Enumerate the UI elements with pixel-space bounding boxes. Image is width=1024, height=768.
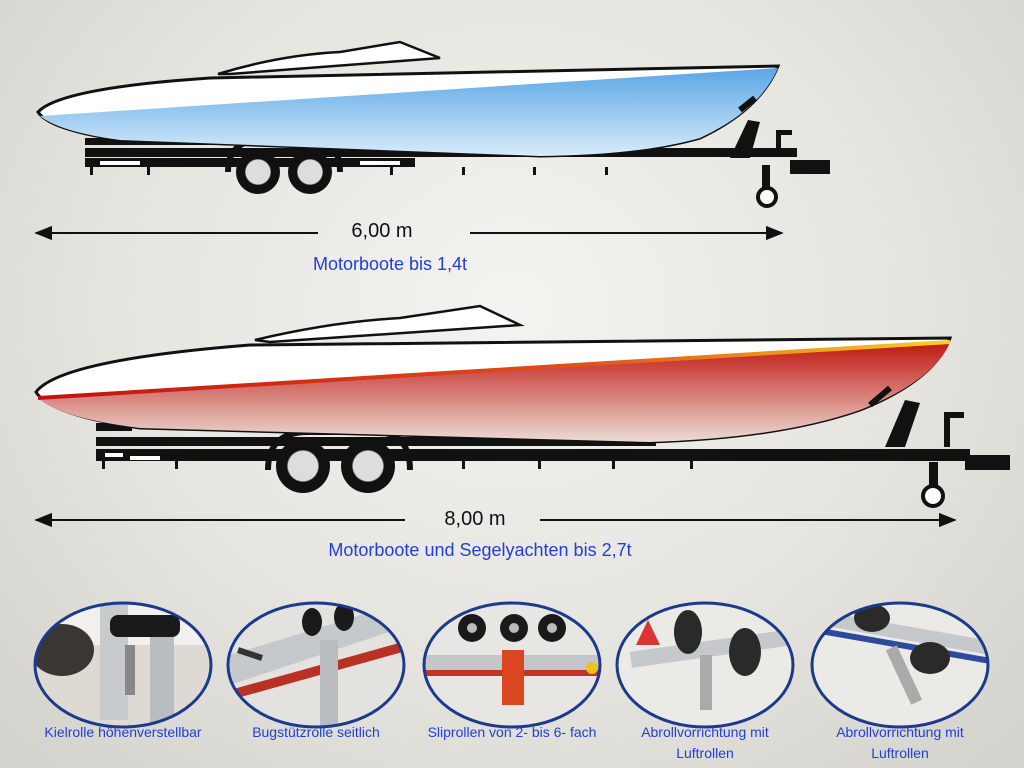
detail-caption-keel-roller: Kielrolle höhenverstellbar [44,724,202,740]
detail-photo-bow-support-roller [226,601,406,729]
large-motorboat-on-trailer [34,304,1010,508]
detail-caption-bow-support-roller: Bugstützrolle seitlich [252,724,380,740]
trailer-frame-bottom [96,400,1010,508]
small-motorboat-on-trailer [36,40,830,208]
detail-photo-keel-roller [33,601,213,729]
boat-hull-bottom [34,304,953,444]
detail-photo-air-roller-device-1 [615,601,795,729]
length-label-large-trailer: 8,00 m [444,508,506,530]
detail-photo-air-roller-device-2 [810,601,990,729]
capacity-caption-small: Motorboote bis 1,4t [312,254,468,274]
detail-photo-slip-rollers [422,601,602,729]
boat-hull-top [36,40,781,158]
length-label-small-trailer: 6,00 m [351,220,413,242]
detail-caption-air-roller-device-2: Abrollvorrichtung mit Luftrollen [836,724,964,761]
detail-caption-slip-rollers: Sliprollen von 2- bis 6- fach [427,724,597,740]
detail-caption-air-roller-device-1: Abrollvorrichtung mit Luftrollen [641,724,769,761]
capacity-caption-large: Motorboote und Segelyachten bis 2,7t [328,540,632,560]
